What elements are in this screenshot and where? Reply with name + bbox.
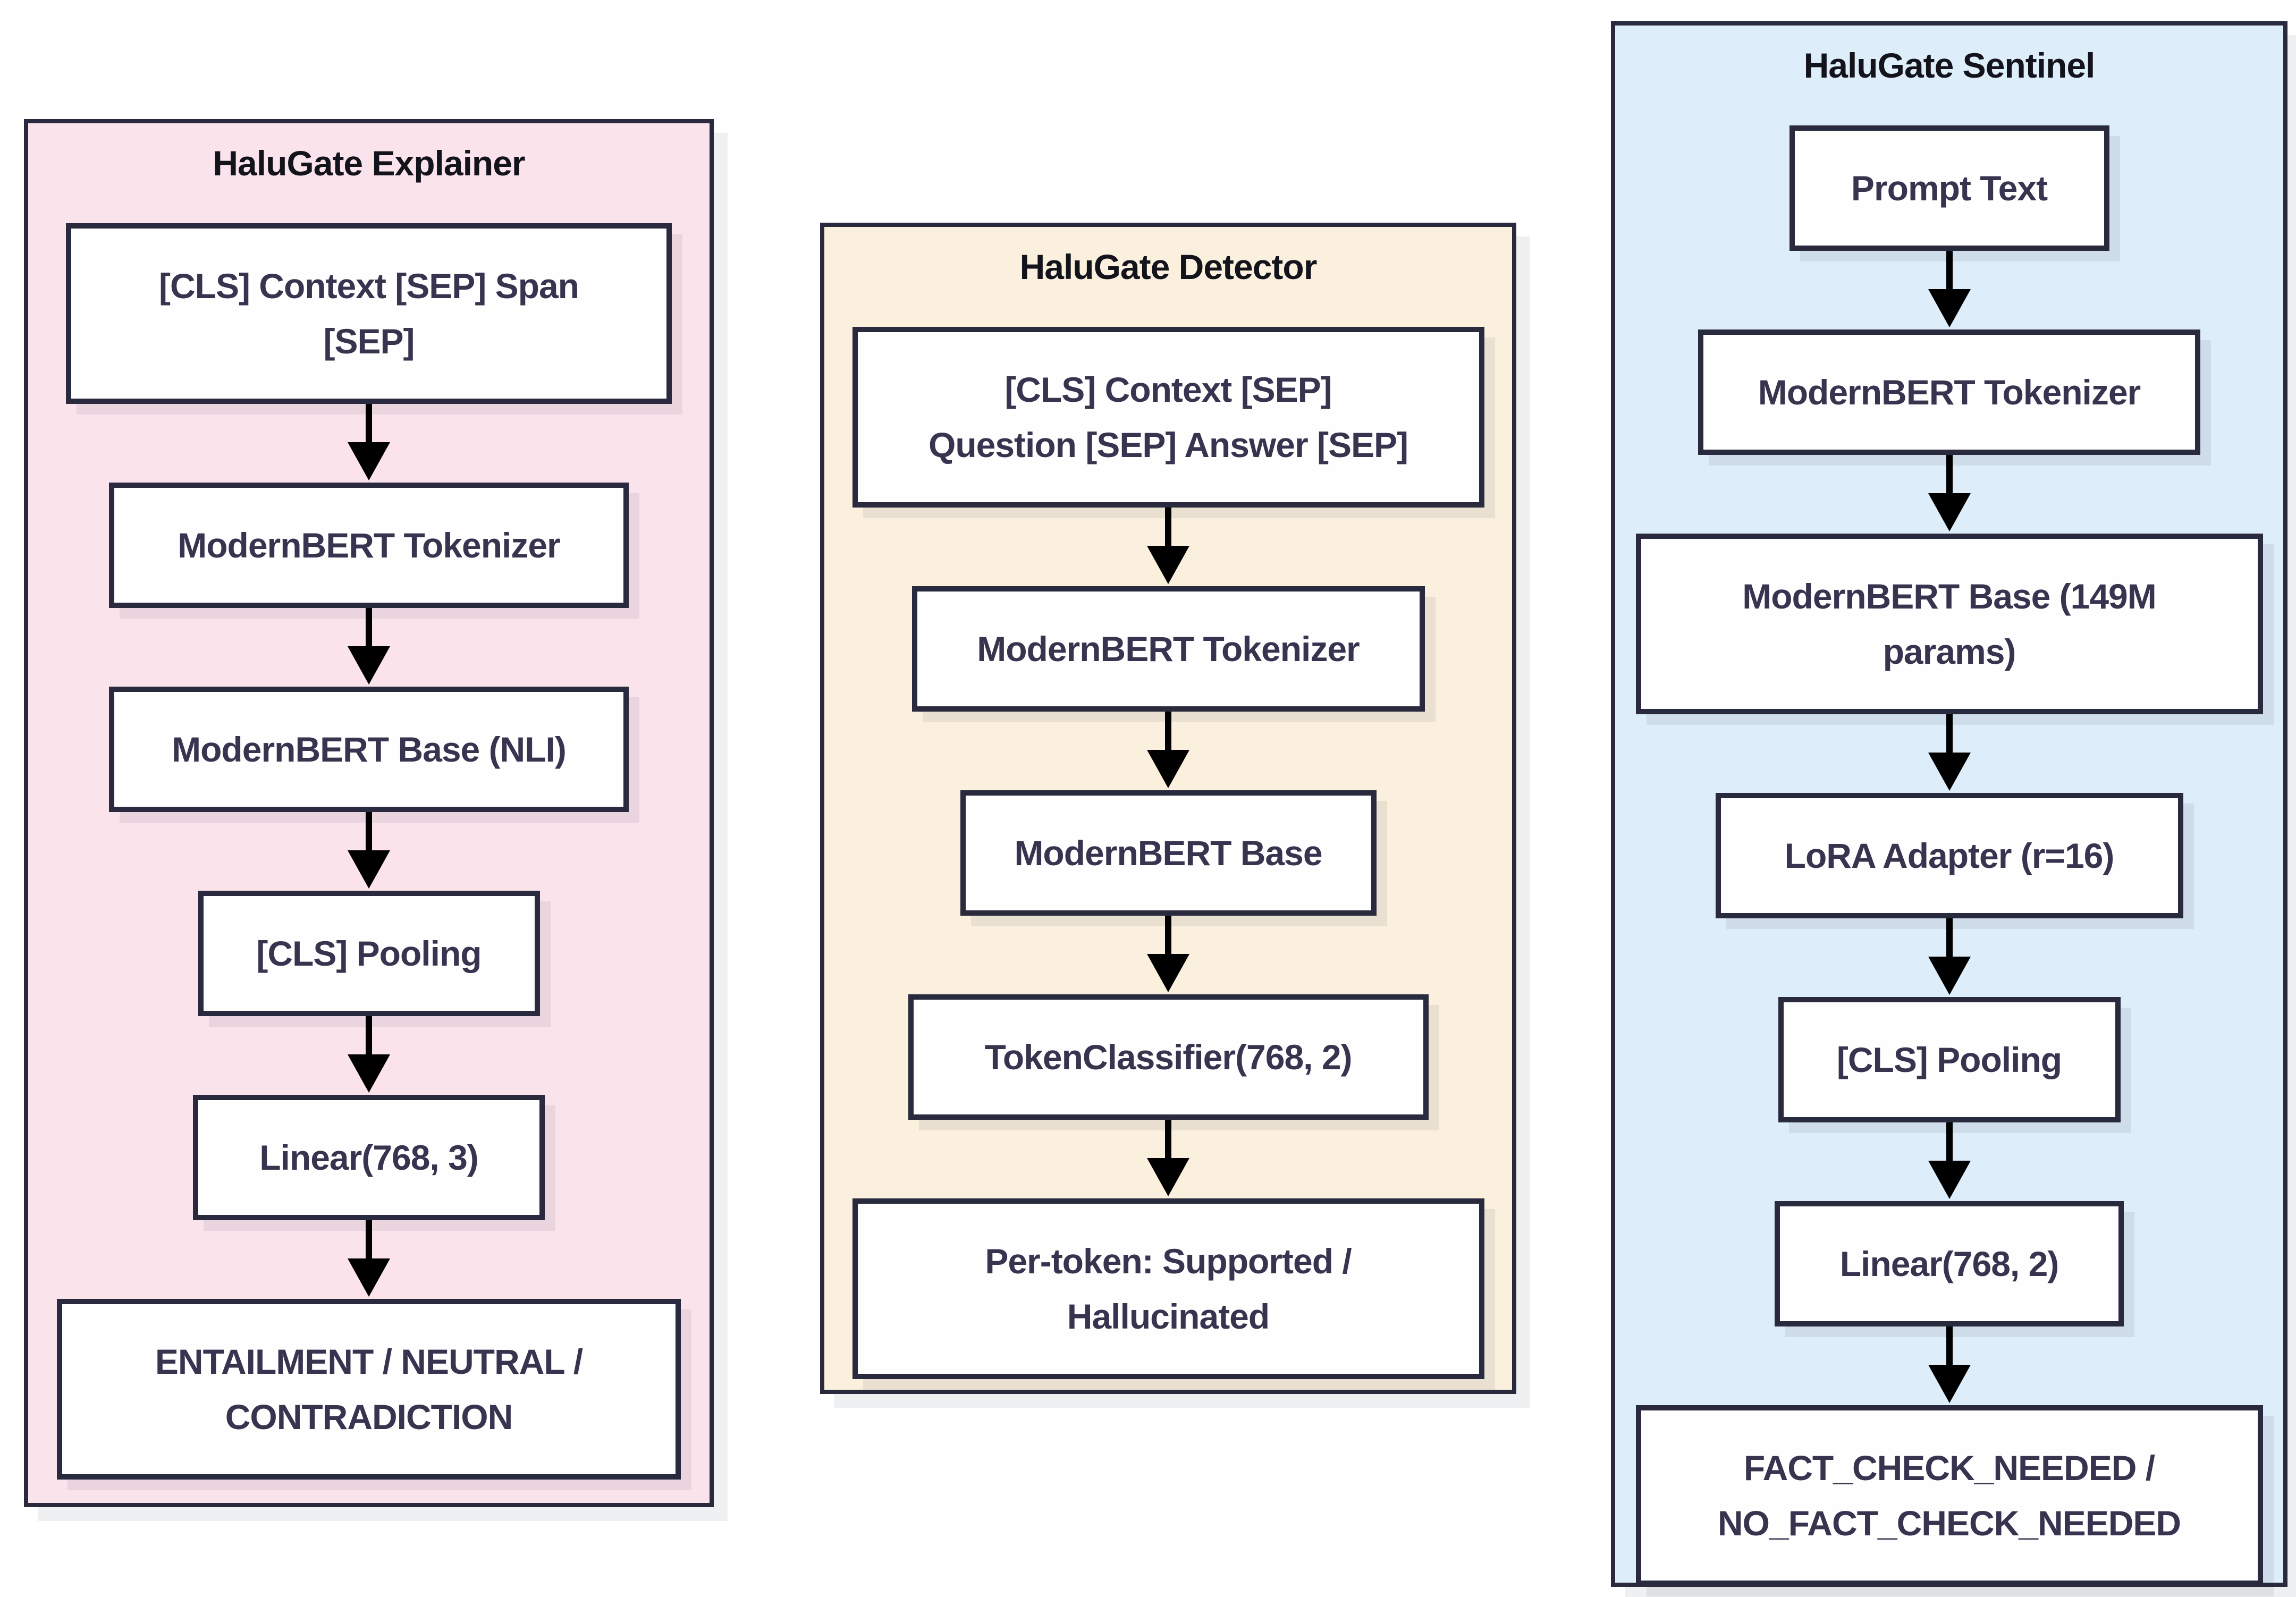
down-arrow-icon (348, 404, 390, 483)
down-arrow-icon (1928, 1326, 1971, 1405)
explainer-flow: [CLS] Context [SEP] Span [SEP] ModernBER… (57, 223, 681, 1480)
detector-node-base: ModernBERT Base (960, 790, 1377, 916)
down-arrow-icon (348, 1220, 390, 1299)
down-arrow-icon (1928, 918, 1971, 997)
node-text-line: [SEP] (323, 322, 415, 361)
detector-node-input: [CLS] Context [SEP] Question [SEP] Answe… (852, 327, 1484, 508)
sentinel-node-output: FACT_CHECK_NEEDED / NO_FACT_CHECK_NEEDED (1635, 1405, 2263, 1586)
node-text-line: NO_FACT_CHECK_NEEDED (1717, 1503, 2181, 1543)
node-text-line: ModernBERT Base (149M (1742, 577, 2157, 616)
panel-halugate-detector: HaluGate Detector [CLS] Context [SEP] Qu… (820, 223, 1516, 1394)
node-text-line: Linear(768, 3) (259, 1138, 479, 1177)
node-text-line: [CLS] Pooling (1836, 1040, 2062, 1079)
node-text-line: ModernBERT Base (1014, 833, 1322, 873)
panel-title-sentinel: HaluGate Sentinel (1803, 46, 2096, 85)
panel-halugate-explainer: HaluGate Explainer [CLS] Context [SEP] S… (24, 119, 714, 1507)
sentinel-node-tokenizer: ModernBERT Tokenizer (1698, 329, 2200, 455)
node-text-line: CONTRADICTION (225, 1397, 513, 1437)
node-text-line: Question [SEP] Answer [SEP] (928, 425, 1408, 464)
down-arrow-icon (1928, 1122, 1971, 1201)
down-arrow-icon (1147, 712, 1189, 790)
down-arrow-icon (1928, 455, 1971, 534)
explainer-node-input: [CLS] Context [SEP] Span [SEP] (66, 223, 672, 404)
detector-node-classifier: TokenClassifier(768, 2) (908, 994, 1429, 1120)
node-text-line: [CLS] Context [SEP] Span (158, 266, 579, 306)
down-arrow-icon (1928, 714, 1971, 793)
sentinel-node-linear: Linear(768, 2) (1775, 1201, 2124, 1326)
sentinel-node-lora: LoRA Adapter (r=16) (1715, 793, 2183, 918)
down-arrow-icon (348, 1016, 390, 1095)
panel-halugate-sentinel: HaluGate Sentinel Prompt Text ModernBERT… (1611, 21, 2287, 1587)
detector-flow: [CLS] Context [SEP] Question [SEP] Answe… (852, 327, 1484, 1379)
explainer-node-linear: Linear(768, 3) (193, 1095, 545, 1220)
sentinel-flow: Prompt Text ModernBERT Tokenizer ModernB… (1635, 125, 2263, 1586)
explainer-node-output: ENTAILMENT / NEUTRAL / CONTRADICTION (57, 1299, 681, 1480)
sentinel-node-pooling: [CLS] Pooling (1778, 997, 2121, 1122)
node-text-line: [CLS] Context [SEP] (1004, 370, 1332, 409)
node-text-line: Per-token: Supported / (985, 1241, 1352, 1281)
node-text-line: TokenClassifier(768, 2) (984, 1037, 1352, 1077)
down-arrow-icon (1928, 251, 1971, 329)
explainer-node-base: ModernBERT Base (NLI) (109, 687, 629, 812)
node-text-line: ModernBERT Base (NLI) (172, 730, 567, 769)
node-text-line: ModernBERT Tokenizer (1758, 373, 2141, 412)
node-text-line: ModernBERT Tokenizer (977, 629, 1360, 669)
node-text-line: Prompt Text (1851, 168, 2048, 208)
node-text-line: ENTAILMENT / NEUTRAL / (155, 1342, 583, 1381)
down-arrow-icon (1147, 916, 1189, 994)
sentinel-node-prompt: Prompt Text (1789, 125, 2109, 251)
detector-node-output: Per-token: Supported / Hallucinated (852, 1198, 1484, 1379)
detector-node-tokenizer: ModernBERT Tokenizer (911, 586, 1425, 712)
explainer-node-tokenizer: ModernBERT Tokenizer (109, 483, 629, 608)
node-text-line: ModernBERT Tokenizer (178, 526, 561, 565)
panel-title-explainer: HaluGate Explainer (213, 143, 525, 183)
node-text-line: Linear(768, 2) (1839, 1244, 2059, 1283)
explainer-node-pooling: [CLS] Pooling (198, 891, 540, 1016)
node-text-line: FACT_CHECK_NEEDED / (1743, 1448, 2155, 1488)
sentinel-node-base: ModernBERT Base (149M params) (1635, 534, 2263, 714)
down-arrow-icon (348, 812, 390, 891)
down-arrow-icon (348, 608, 390, 687)
down-arrow-icon (1147, 1120, 1189, 1198)
panel-title-detector: HaluGate Detector (1019, 247, 1318, 286)
node-text-line: Hallucinated (1067, 1297, 1270, 1336)
down-arrow-icon (1147, 508, 1189, 586)
node-text-line: LoRA Adapter (r=16) (1784, 836, 2115, 875)
node-text-line: [CLS] Pooling (256, 934, 482, 973)
node-text-line: params) (1883, 632, 2016, 671)
